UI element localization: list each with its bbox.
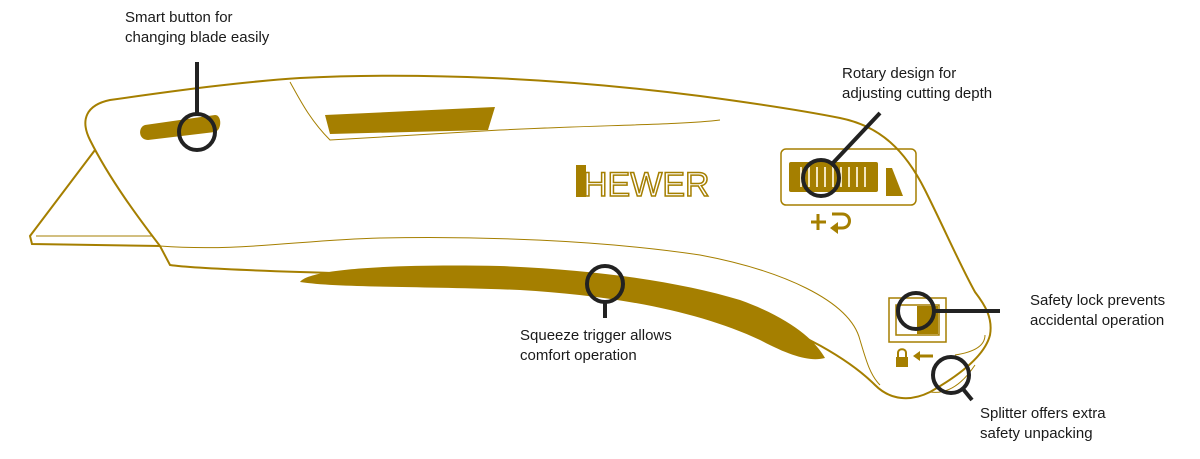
callout-safety-lock: Safety lock prevents accidental operation xyxy=(1030,291,1165,331)
callout-smart-button: Smart button for changing blade easily xyxy=(125,8,269,48)
callout-line: adjusting cutting depth xyxy=(842,85,993,102)
plus-icon xyxy=(811,214,826,230)
callout-marker-smart-button xyxy=(177,62,217,152)
left-arrow-icon xyxy=(913,351,933,361)
callout-marker-splitter xyxy=(931,355,974,402)
squeeze-trigger xyxy=(300,265,825,360)
callout-rotary: Rotary design for adjusting cutting depth xyxy=(842,64,992,104)
padlock-icon xyxy=(896,348,908,367)
callout-line: safety unpacking xyxy=(980,425,1093,442)
callout-line: Squeeze trigger allows xyxy=(520,327,672,344)
callout-marker-safety-lock xyxy=(896,291,1000,331)
hewer-logo: HEWER xyxy=(576,165,710,205)
callout-marker-squeeze-trigger xyxy=(585,264,625,318)
callout-squeeze-trigger: Squeeze trigger allows comfort operation xyxy=(520,326,672,366)
callout-splitter: Splitter offers extra safety unpacking xyxy=(980,404,1106,444)
top-slot xyxy=(325,107,495,134)
return-arrow-icon xyxy=(830,212,851,234)
callout-line: Rotary design for xyxy=(842,65,957,82)
callout-line: Splitter offers extra xyxy=(980,405,1106,422)
callout-line: accidental operation xyxy=(1030,312,1165,329)
callout-line: comfort operation xyxy=(520,347,637,364)
callout-line: changing blade easily xyxy=(125,29,270,46)
svg-text:HEWER: HEWER xyxy=(583,166,710,204)
callout-marker-rotary xyxy=(801,111,882,198)
callout-line: Safety lock prevents xyxy=(1030,292,1166,309)
callout-line: Smart button for xyxy=(125,9,233,26)
